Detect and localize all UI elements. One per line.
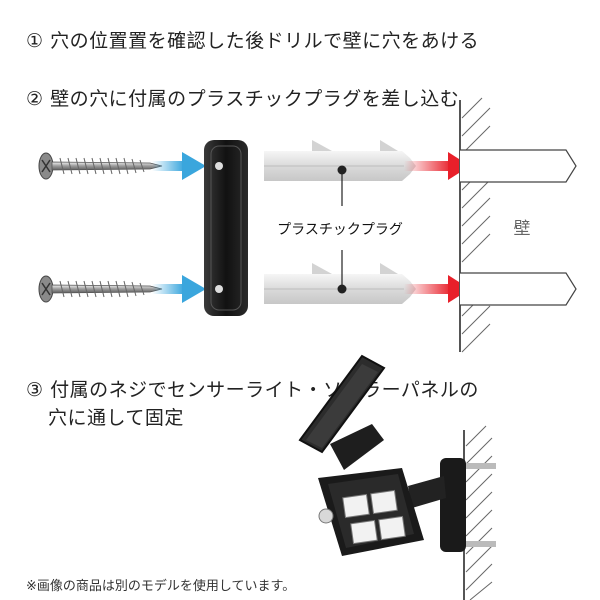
blue-arrow-top [152, 152, 206, 180]
step-3-line-2: 穴に通して固定 [48, 407, 184, 429]
screw-bottom [38, 275, 163, 303]
screw-top [38, 152, 163, 180]
wall-bottom [463, 425, 496, 600]
plastic-plug-bottom [264, 263, 416, 304]
solar-sensor-light [298, 354, 466, 556]
footnote: ※画像の商品は別のモデルを使用しています。 [26, 579, 296, 594]
plug-label-pointer [337, 165, 347, 294]
plastic-plug-label: プラスチックプラグ [277, 222, 403, 238]
mounting-bracket [204, 140, 248, 316]
wall-label: 壁 [514, 219, 531, 239]
blue-arrow-bottom [152, 275, 206, 303]
plastic-plug-top [264, 140, 416, 181]
step-2-instruction: ② 壁の穴に付属のプラスチックプラグを差し込む [26, 88, 460, 110]
step-1-instruction: ① 穴の位置置を確認した後ドリルで壁に穴をあける [26, 30, 480, 52]
wall-top [459, 97, 577, 353]
